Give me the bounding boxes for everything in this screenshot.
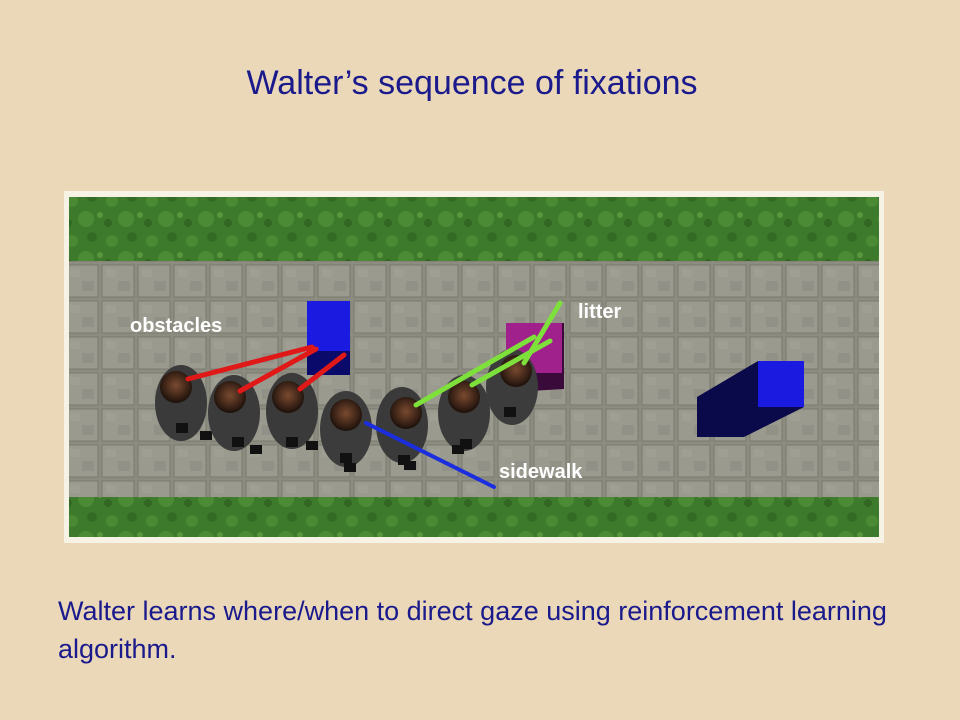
label-sidewalk: sidewalk [499,461,583,483]
slide-title: Walter’s sequence of fixations [246,64,698,102]
obstacle-box-2 [697,361,804,437]
walker-figure [208,375,262,454]
walker-figure [155,365,212,441]
walker-figure [320,391,372,472]
scene-svg: obstacles litter sidewalk [64,191,884,543]
walter-scene-figure: obstacles litter sidewalk [64,191,884,543]
obstacle-box-1 [307,301,350,375]
walker-sequence [155,349,538,472]
obstacle-gaze-lines [185,344,347,394]
sidewalk-gaze-lines [364,421,496,489]
slide-caption: Walter learns where/when to direct gaze … [58,596,887,664]
label-obstacles: obstacles [130,315,222,337]
litter-gaze-lines [413,300,563,408]
walker-figure [266,373,318,450]
walker-figure [438,375,490,454]
label-litter: litter [578,301,622,323]
